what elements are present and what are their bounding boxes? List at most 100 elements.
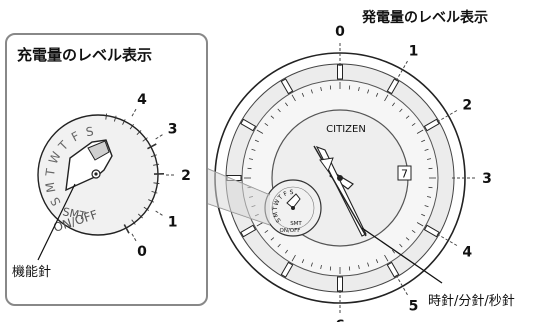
- subdial-day-letter: S: [289, 189, 294, 196]
- inset-level-tick: [142, 137, 148, 142]
- inset-level-tick: [153, 182, 160, 185]
- inset-level-tick: [143, 206, 150, 211]
- inset-level-tick: [150, 154, 157, 158]
- watch-minute-tick: [399, 108, 403, 113]
- watch-minute-tick: [310, 89, 313, 94]
- watch-minute-tick: [384, 94, 389, 102]
- inset-level-ticks: [105, 113, 165, 234]
- watch-hands: [313, 145, 367, 237]
- watch-minute-tick: [375, 259, 379, 264]
- watch-level-leader: [395, 60, 408, 82]
- inset-level-tick: [129, 123, 134, 130]
- watch-level-label: 5: [409, 298, 419, 314]
- watch-minute-tick: [301, 92, 305, 97]
- hour-marker: [280, 78, 294, 95]
- subdial-function-hand: [286, 193, 301, 209]
- watch-level-leader: [436, 110, 458, 123]
- inset-hand-label: 機能針: [12, 265, 51, 280]
- watch-minute-tick: [248, 158, 254, 160]
- watch-minute-tick: [424, 148, 429, 151]
- inset-level-tick: [137, 213, 143, 219]
- watch-minute-tick: [424, 205, 429, 208]
- watch-minute-tick: [367, 262, 370, 267]
- watch-minute-tick: [251, 148, 256, 151]
- hour-marker: [280, 261, 294, 278]
- subdial-day-letter: T: [276, 194, 284, 202]
- hands-label: 時針/分針/秒針: [428, 294, 515, 309]
- hour-marker: [337, 276, 343, 292]
- inset-level-label: 4: [137, 92, 147, 108]
- watch-level-label: 2: [462, 98, 472, 114]
- inset-level-tick: [105, 113, 108, 120]
- watch-minute-tick: [264, 229, 269, 233]
- subdial-day-letter: T: [272, 206, 279, 212]
- inset-smt-label: SMT: [61, 205, 87, 223]
- hour-marker: [240, 224, 257, 238]
- inset-day-letter: W: [46, 149, 64, 166]
- watch-level-leader: [395, 274, 408, 296]
- inset-level-tick: [151, 190, 158, 194]
- watch-minute-tick: [375, 92, 379, 97]
- watch-level-leader: [436, 233, 458, 246]
- inset-level-tick: [123, 224, 130, 234]
- watch-minute-tick: [285, 249, 289, 254]
- subdial-day-letter: W: [273, 198, 282, 206]
- watch-minute-ticks: [244, 82, 436, 274]
- watch-level-label: 3: [482, 171, 492, 187]
- watch-minute-tick: [405, 237, 410, 241]
- watch-minute-tick: [310, 262, 313, 267]
- inset-level-tick: [147, 143, 157, 150]
- watch-minute-tick: [270, 115, 275, 119]
- watch-minute-tick: [384, 254, 389, 262]
- watch-minute-tick: [270, 237, 275, 241]
- watch-level-label: 4: [462, 245, 472, 261]
- inset-level-leader: [155, 210, 165, 217]
- inset-level-tick: [136, 130, 142, 136]
- watch-minute-tick: [405, 115, 410, 119]
- watch-minute-tick: [416, 129, 424, 134]
- inset-day-letter: T: [43, 167, 58, 178]
- inset-level-leader: [131, 233, 138, 243]
- watch-minute-tick: [285, 102, 289, 107]
- subdial-day-letter: F: [283, 190, 290, 198]
- watch-minute-tick: [391, 249, 395, 254]
- watch-minute-tick: [367, 89, 370, 94]
- inset-level-tick: [148, 199, 154, 203]
- date-window: [397, 165, 412, 181]
- inset-level-tick: [113, 115, 117, 122]
- inset-level-label: 2: [181, 168, 191, 184]
- watch-minute-tick: [277, 243, 281, 248]
- inset-day-letter: S: [85, 124, 95, 139]
- watch-minute-tick: [421, 213, 426, 217]
- watch-minute-tick: [301, 259, 305, 264]
- watch-minute-tick: [291, 254, 296, 262]
- inset-day-letter: M: [43, 181, 59, 194]
- watch-minute-tick: [358, 264, 360, 270]
- subdial-day-letter: M: [272, 211, 280, 218]
- inset-level-label: 1: [168, 215, 178, 231]
- hour-marker: [337, 64, 343, 80]
- date-window-number: 7: [401, 168, 408, 181]
- subdial-onoff-label: ON/OFF: [280, 228, 301, 234]
- watch-minute-tick: [391, 102, 395, 107]
- watch-minute-tick: [358, 86, 360, 92]
- watch-minute-tick: [416, 222, 424, 227]
- subdial-day-letter: S: [275, 216, 283, 223]
- watch-minute-tick: [320, 86, 322, 92]
- watch-minute-tick: [399, 243, 403, 248]
- watch-level-label: 6: [335, 318, 345, 322]
- watch-minute-tick: [411, 123, 416, 127]
- watch-minute-tick: [411, 229, 416, 233]
- watch-level-label: 0: [335, 24, 345, 40]
- watch-brand: CITIZEN: [326, 124, 366, 135]
- inset-level-leader: [131, 107, 138, 117]
- watch-minute-tick: [277, 108, 281, 113]
- watch-minute-tick: [256, 222, 264, 227]
- watch-minute-tick: [264, 123, 269, 127]
- watch-minute-tick: [426, 196, 432, 198]
